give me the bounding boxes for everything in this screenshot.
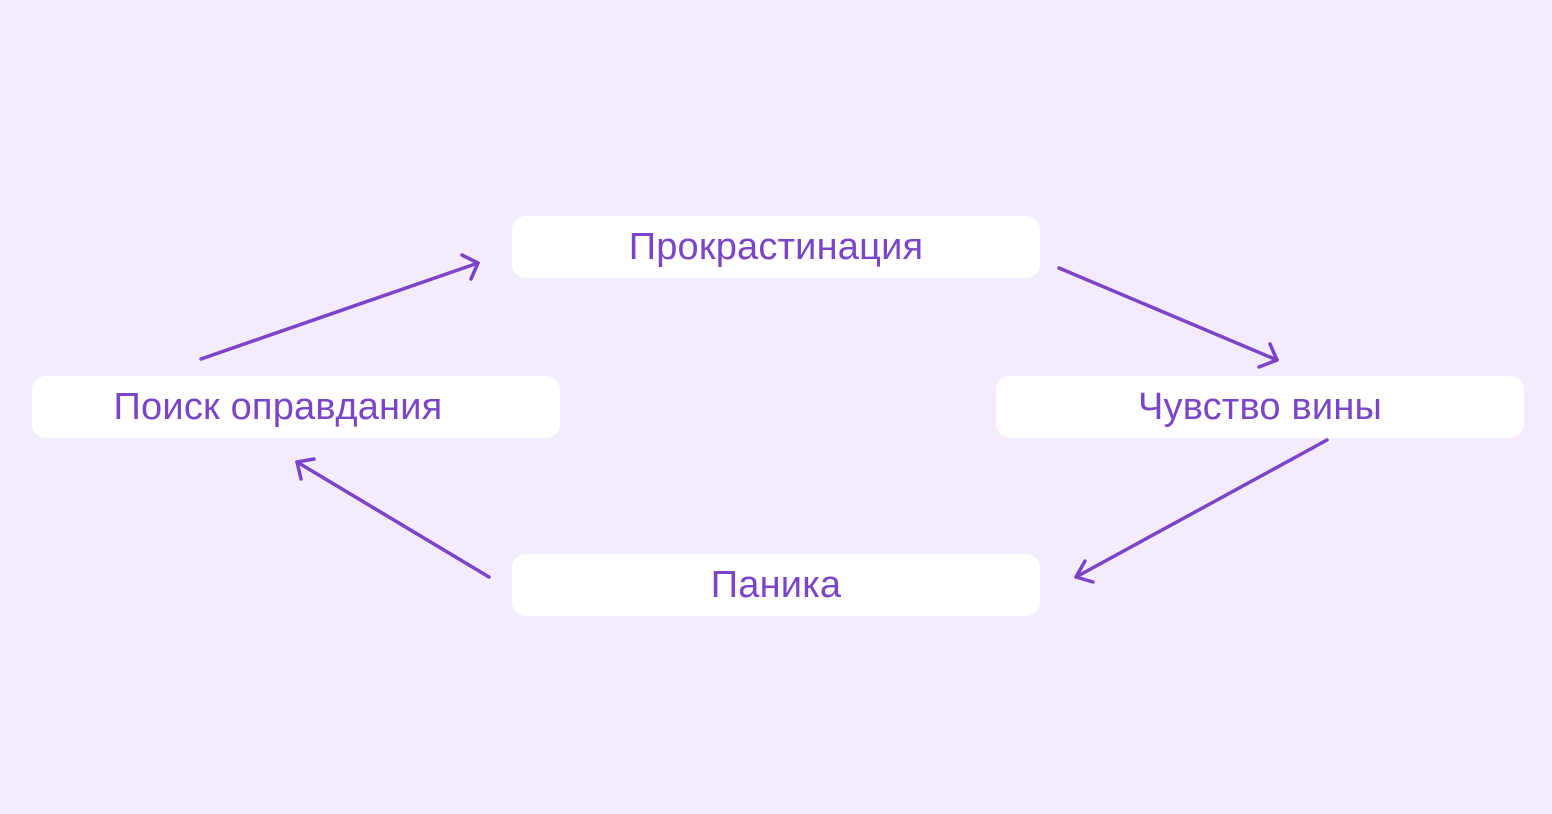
arrow-excuse-to-procrastination [199,253,480,361]
node-label: Прокрастинация [628,226,924,268]
arrow-procrastination-to-guilt [1057,266,1279,369]
node-guilt: Чувство вины [996,376,1524,438]
node-label: Поиск оправдания [113,386,443,428]
node-label: Паника [710,564,842,606]
node-panic: Паника [512,554,1040,616]
node-label: Чувство вины [1137,386,1383,428]
arrow-guilt-to-panic [1074,438,1329,584]
arrow-panic-to-excuse [295,457,491,579]
node-procrastination: Прокрастинация [512,216,1040,278]
node-excuse: Поиск оправдания [32,376,560,438]
